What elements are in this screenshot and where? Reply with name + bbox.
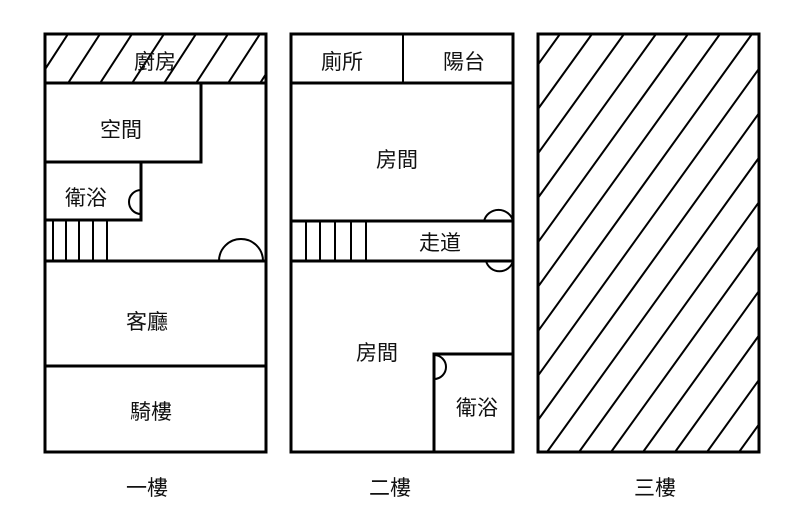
hatch-line [642, 289, 759, 452]
hatch-line [538, 34, 721, 289]
hatch-line [163, 34, 197, 83]
hatch-line [546, 155, 759, 452]
door-icon [483, 208, 514, 222]
hatch-line [738, 422, 759, 452]
hatch-line [67, 34, 101, 83]
floor-3-plan: 三樓 [536, 32, 761, 500]
stairs-icon [305, 221, 367, 261]
room-label-balcony: 陽台 [443, 50, 485, 74]
hatch-line [538, 34, 753, 333]
floor-2-outline [289, 32, 515, 454]
wall [45, 162, 143, 222]
room-label-corridor: 走道 [419, 231, 461, 255]
room-label-bathroom: 衛浴 [456, 396, 498, 420]
room-label-arcade: 騎樓 [130, 400, 172, 424]
floor-3-label: 三樓 [634, 476, 676, 500]
floor-2-label: 二樓 [369, 476, 411, 500]
room-label-bathroom: 衛浴 [65, 186, 107, 210]
hatch-line [99, 34, 133, 83]
floor-2-plan: 廁所 陽台 房間 走道 房間 衛浴 二樓 [289, 32, 515, 500]
hatch-line [578, 200, 759, 452]
room-label-bedroom: 房間 [376, 148, 418, 172]
hatch-line [227, 34, 261, 83]
room-label-living-room: 客廳 [126, 310, 168, 334]
hatch-line [195, 34, 229, 83]
room-label-bedroom: 房間 [356, 341, 398, 365]
stairs-icon [52, 220, 108, 261]
hatch-line [131, 34, 165, 83]
door-icon [485, 260, 514, 273]
hatch-line [538, 34, 561, 67]
hatch-line [538, 111, 759, 422]
hatch-line [706, 378, 759, 452]
hatch-line [538, 34, 689, 245]
hatch-line [45, 34, 69, 72]
door-icon [218, 238, 264, 262]
floor-1-plan: 廚房 空間 衛浴 客廳 騎樓 一樓 [43, 32, 268, 500]
door-icon [128, 189, 142, 215]
floor-1-outline [43, 32, 268, 454]
hatch-line [538, 34, 657, 200]
room-label-space: 空間 [100, 118, 142, 142]
hatch-line [538, 67, 759, 378]
wall [45, 83, 203, 164]
hatch-line [538, 34, 593, 111]
room-label-kitchen: 廚房 [134, 50, 176, 74]
kitchen-hatch [45, 34, 266, 83]
floor-3-outline [536, 32, 761, 454]
hatch-line [610, 244, 759, 452]
room-label-toilet: 廁所 [321, 50, 363, 74]
floor-3-hatch [538, 34, 759, 452]
hatch-line [674, 333, 759, 452]
hatch-line [538, 34, 625, 156]
door-icon [433, 354, 447, 380]
floor-1-label: 一樓 [126, 476, 168, 500]
